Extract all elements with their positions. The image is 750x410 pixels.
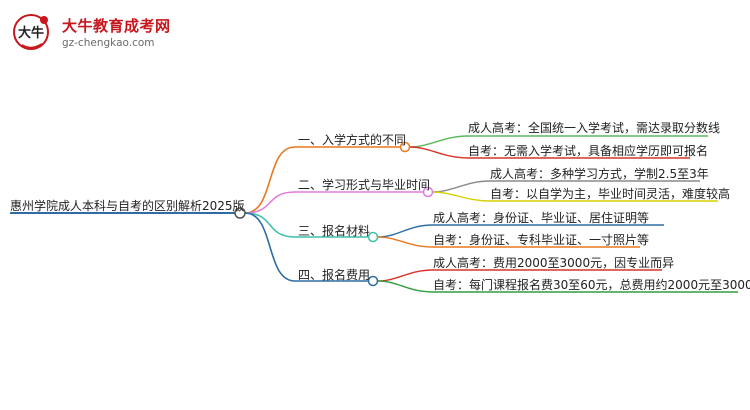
root-topic: 惠州学院成人本科与自考的区别解析2025版 xyxy=(10,199,245,213)
logo-badge-icon: 大牛 xyxy=(13,14,49,50)
branch-connector xyxy=(244,212,296,238)
branch-connector xyxy=(244,191,296,214)
leaf-connector xyxy=(432,191,491,202)
leaf-entry-self: 自考：无需入学考试，具备相应学历即可报名 xyxy=(468,144,709,158)
brand-url: gz-chengkao.com xyxy=(62,37,155,49)
branch-materials: 三、报名材料 xyxy=(298,224,371,238)
leaf-fees-adult: 成人高考：费用2000至3000元，因专业而异 xyxy=(433,256,675,270)
leaf-mode-adult: 成人高考：多种学习方式，学制2.5至3年 xyxy=(490,167,709,181)
leaf-connector xyxy=(377,269,434,282)
leaf-fees-self: 自考：每门课程报名费30至60元，总费用约2000元至3000元 xyxy=(433,278,750,292)
branch-node-circle xyxy=(422,186,434,198)
leaf-materials-adult: 成人高考：身份证、毕业证、居住证明等 xyxy=(433,211,650,225)
branch-connector xyxy=(244,146,296,214)
branch-node-circle xyxy=(399,141,411,153)
branch-fees: 四、报名费用 xyxy=(298,268,371,282)
branch-node-circle xyxy=(367,231,379,243)
leaf-connector xyxy=(409,146,469,159)
brand-name: 大牛教育成考网 xyxy=(62,17,171,35)
branch-node-circle xyxy=(367,275,379,287)
leaf-connector xyxy=(409,135,469,148)
leaf-connector xyxy=(432,180,491,193)
branch-connector xyxy=(244,212,296,282)
branch-entry-method: 一、入学方式的不同 xyxy=(298,133,407,147)
branch-study-mode: 二、学习形式与毕业时间 xyxy=(298,178,431,192)
brand-logo: 大牛 大牛教育成考网 gz-chengkao.com xyxy=(12,12,212,56)
leaf-connector xyxy=(377,224,434,238)
leaf-materials-self: 自考：身份证、专科毕业证、一寸照片等 xyxy=(433,233,650,247)
root-node-circle xyxy=(234,207,246,219)
leaf-connector xyxy=(377,280,434,293)
leaf-connector xyxy=(377,236,434,248)
logo-badge-text: 大牛 xyxy=(18,25,44,41)
leaf-entry-adult: 成人高考：全国统一入学考试，需达录取分数线 xyxy=(468,121,721,135)
leaf-mode-self: 自考：以自学为主，毕业时间灵活，难度较高 xyxy=(490,187,731,201)
